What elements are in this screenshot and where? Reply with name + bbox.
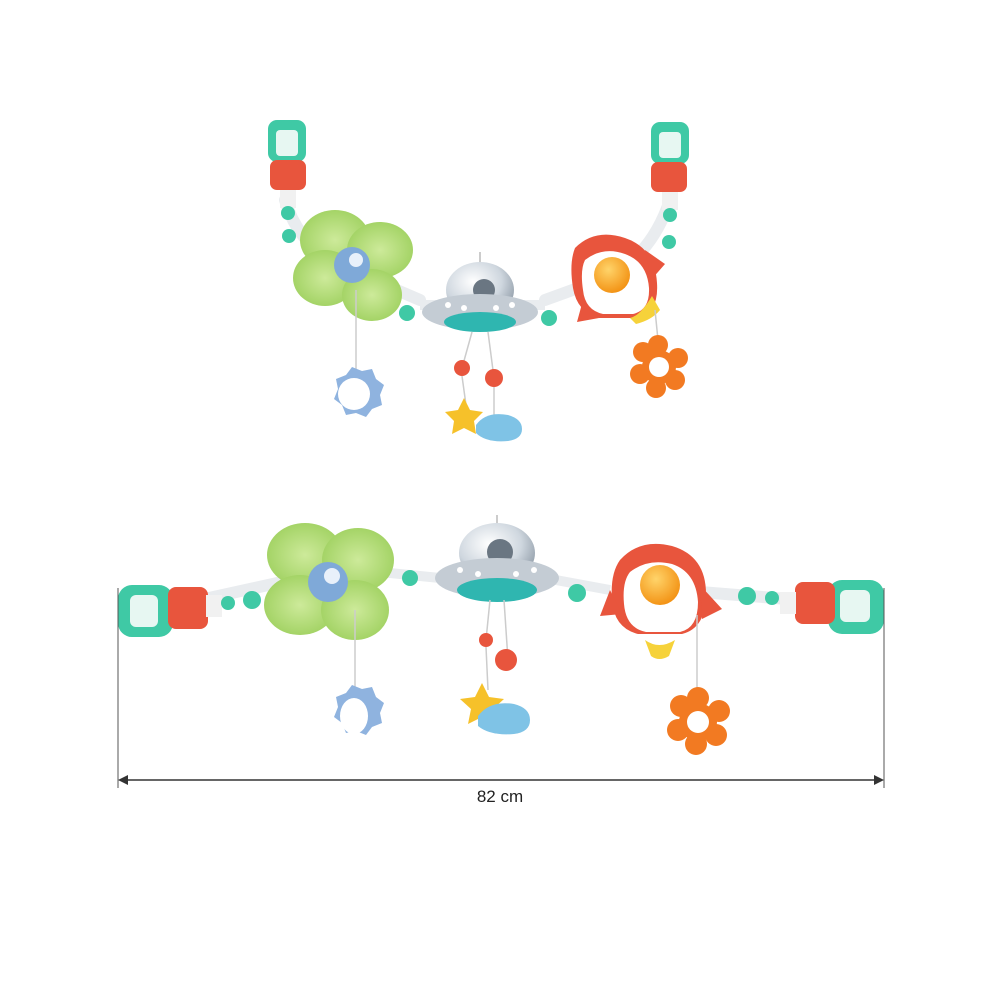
flower-spinner-bottom [264, 523, 394, 640]
blue-ring-teether-top [334, 367, 384, 417]
ufo-rattle-bottom [435, 515, 559, 602]
flower-spinner-top [293, 210, 413, 321]
beads-bottom [221, 570, 779, 610]
stroller-clip-left [268, 120, 306, 220]
beads-top [282, 229, 676, 326]
width-dimension-line [117, 588, 885, 788]
rocket-rattle-top [571, 234, 665, 324]
ufo-rattle-top [422, 252, 538, 332]
stroller-clip-right-straight [780, 580, 884, 634]
plane-charm-top [476, 414, 522, 442]
orange-flower-teether-bottom [667, 687, 730, 755]
orange-flower-teether-top [630, 335, 688, 398]
stroller-clip-left-straight [118, 585, 222, 637]
width-label: 82 cm [476, 787, 524, 806]
hanging-charms-bottom [460, 599, 530, 735]
hanging-charms-top [445, 331, 522, 442]
toy-arch-curved [268, 120, 689, 442]
blue-ring-teether-bottom [334, 685, 384, 735]
plane-charm-bottom [478, 703, 530, 735]
arrow-right-icon [874, 775, 884, 785]
stroller-clip-right [651, 122, 689, 222]
toy-arch-straight [118, 515, 884, 755]
rocket-rattle-bottom [600, 543, 722, 659]
arrow-left-icon [118, 775, 128, 785]
star-charm-top [445, 398, 483, 434]
